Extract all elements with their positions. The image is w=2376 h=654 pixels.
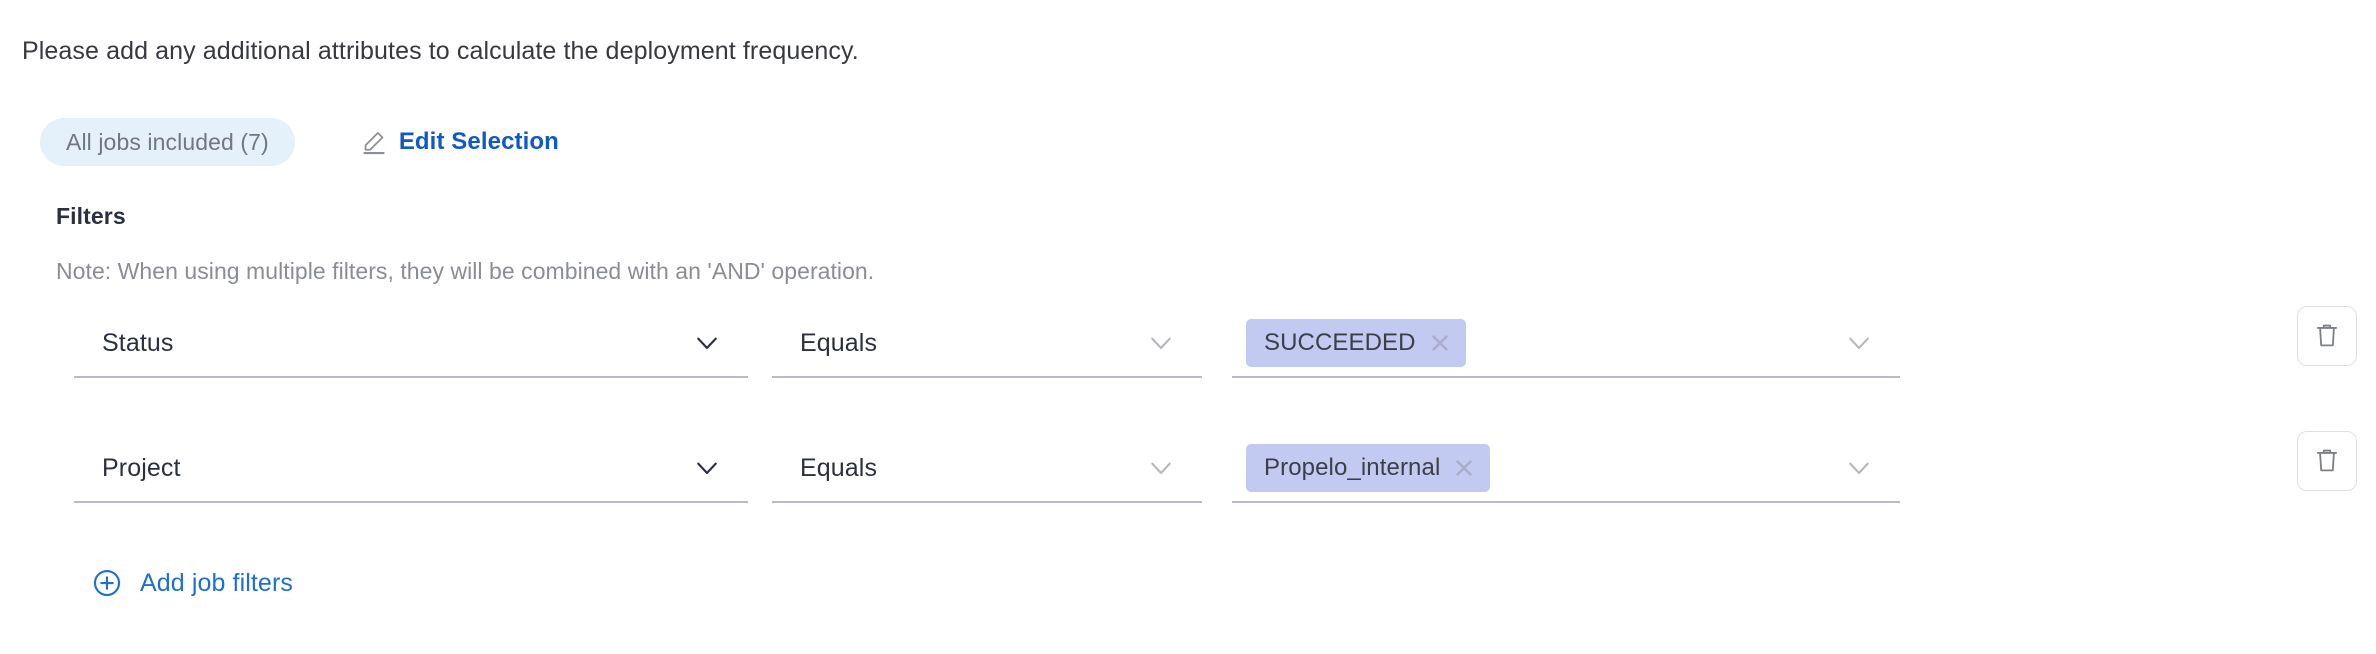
trash-icon [2316, 449, 2338, 472]
filters-heading: Filters [56, 203, 126, 229]
trash-icon [2316, 324, 2338, 347]
filter-operator-value-2: Equals [800, 453, 878, 482]
table-row: Project Equals Propelo_internal [0, 431, 2376, 513]
chevron-down-icon [697, 337, 717, 350]
add-job-filters-label: Add job filters [140, 568, 293, 597]
filter-attribute-select-2[interactable]: Project [74, 435, 748, 503]
filters-note: Note: When using multiple filters, they … [56, 258, 875, 284]
chevron-down-icon [1849, 337, 1869, 350]
delete-filter-button-2[interactable] [2297, 431, 2357, 491]
filter-attribute-value-2: Project [102, 453, 181, 482]
filter-value-chip-1[interactable]: SUCCEEDED [1246, 319, 1466, 367]
filter-value-chip-label-1: SUCCEEDED [1264, 329, 1416, 356]
selection-summary-row: All jobs included (7) Edit Selection [40, 118, 559, 166]
filter-operator-select-1[interactable]: Equals [772, 310, 1202, 378]
add-job-filters-button[interactable]: Add job filters [92, 568, 293, 598]
all-jobs-included-chip[interactable]: All jobs included (7) [40, 118, 295, 166]
delete-filter-button-1[interactable] [2297, 306, 2357, 366]
filter-value-chip-2[interactable]: Propelo_internal [1246, 444, 1491, 492]
chevron-down-icon [1151, 462, 1171, 475]
plus-circle-icon [93, 569, 121, 597]
table-row: Status Equals SUCCEEDED [0, 306, 2376, 388]
chevron-down-icon [1151, 337, 1171, 350]
filter-value-chip-label-2: Propelo_internal [1264, 454, 1441, 481]
filter-attribute-value-1: Status [102, 328, 174, 357]
filter-operator-select-2[interactable]: Equals [772, 435, 1202, 503]
pencil-icon [363, 132, 385, 155]
edit-selection-button[interactable]: Edit Selection [361, 122, 559, 162]
close-icon[interactable] [1430, 333, 1450, 353]
filter-attribute-select-1[interactable]: Status [74, 310, 748, 378]
filter-value-select-1[interactable]: SUCCEEDED [1232, 310, 1900, 378]
filter-value-select-2[interactable]: Propelo_internal [1232, 435, 1900, 503]
close-icon[interactable] [1454, 458, 1474, 478]
intro-text: Please add any additional attributes to … [22, 37, 859, 65]
chevron-down-icon [697, 462, 717, 475]
filter-operator-value-1: Equals [800, 328, 878, 357]
edit-selection-label: Edit Selection [398, 128, 559, 155]
chevron-down-icon [1849, 462, 1869, 475]
